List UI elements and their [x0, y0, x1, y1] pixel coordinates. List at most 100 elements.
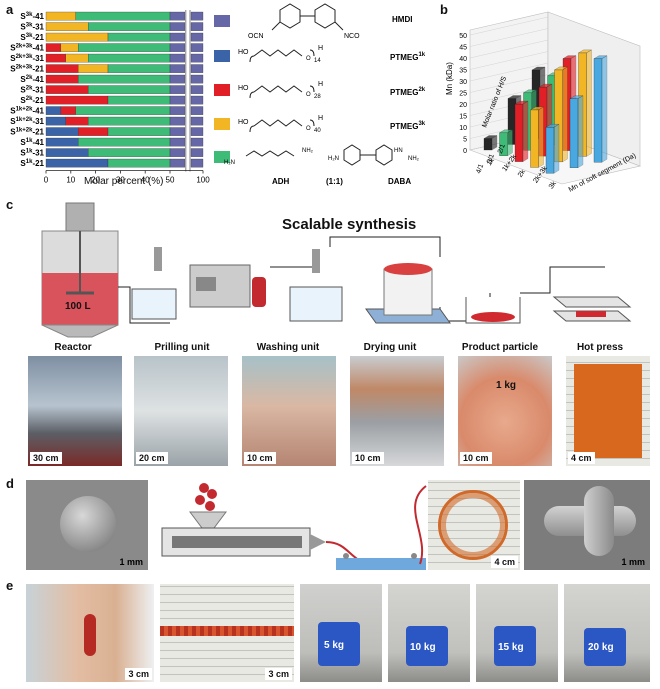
bar-hmdi-s1k-41: [169, 137, 186, 147]
bar-hmdi-s3k-21: [169, 32, 186, 42]
prilling-unit-illustration: [131, 247, 266, 320]
reactor-volume: 100 L: [65, 301, 91, 312]
category-label: S1k+2k-41: [10, 107, 44, 116]
unit-label-drying: Drying unit: [363, 342, 417, 353]
photo-hot-press: 4 cm: [566, 356, 650, 466]
bar-adh-daba-s3k-21: [107, 32, 171, 42]
category-label: S2k+3k-21: [10, 65, 44, 74]
scale-prilling: 20 cm: [136, 452, 168, 464]
daba-hn: HN: [394, 148, 403, 154]
washing-unit-illustration: [289, 249, 343, 322]
category-label: S1k+2k-31: [10, 117, 44, 126]
unit-label-reactor: Reactor: [54, 342, 92, 353]
panel-a-x-axis-title: Molar percent (%): [84, 176, 164, 187]
ptmeg-structures: [249, 49, 315, 133]
scale-reactor: 30 cm: [30, 452, 62, 464]
z-category: 2/1: [497, 143, 507, 155]
panel-b-bars: [483, 49, 608, 174]
bar-ptmeg3k-s2k-3k-41: [60, 43, 79, 52]
bar-adh-daba-s1k-2k-31: [88, 116, 171, 126]
panel-c-title: Scalable synthesis: [282, 216, 417, 233]
bar-hmdi-s2k-21: [169, 95, 186, 105]
y-tick: 50: [459, 33, 467, 40]
weight-20kg: 20 kg: [588, 642, 614, 653]
legend-swatch-hmdi: [214, 15, 230, 27]
bar-hmdi-s1k-31: [190, 148, 204, 157]
bar-ptmeg3k-s2k-3k-21: [78, 64, 109, 73]
bar-ptmeg1k-s1k-2k-41: [45, 106, 62, 115]
bar-ptmeg2k-s2k-21: [45, 95, 109, 105]
ptmeg1k-o: O: [306, 56, 311, 62]
bar-hmdi-s2k-41: [169, 74, 186, 84]
scale-washing: 10 cm: [244, 452, 276, 464]
bar-ptmeg2k-s2k-3k-41: [45, 43, 62, 52]
bar-ptmeg2k-s1k-2k-31: [65, 116, 89, 126]
bar-adh-daba-s1k-31: [88, 148, 171, 157]
adh-h2n: H₂N: [224, 160, 235, 166]
x-tick-label: 100: [196, 176, 210, 185]
photo-reactor: 30 cm: [28, 356, 122, 466]
panel-label-a: a: [6, 2, 14, 17]
y-tick: 5: [463, 137, 467, 144]
scale-product: 10 cm: [460, 452, 492, 464]
daba-label: DABA: [388, 177, 411, 186]
ptmeg3k-sub: 40: [314, 128, 321, 134]
y-tick: 0: [463, 148, 467, 155]
ptmeg1k-ho: HO: [238, 49, 249, 56]
x-tick-label: 20: [91, 176, 100, 185]
legend-swatch-ptmeg2k: [214, 84, 230, 96]
x-tick-label: 30: [116, 176, 125, 185]
y-tick: 45: [459, 45, 467, 52]
y-tick: 40: [459, 56, 467, 63]
category-label: S1k+2k-21: [10, 128, 44, 137]
bar-ptmeg3k-s3k-21: [45, 32, 109, 42]
category-label: S1k-21: [20, 159, 44, 168]
bar-hmdi-s2k-31: [190, 85, 204, 94]
photo-load-15kg: 15 kg: [476, 584, 558, 682]
panel-c-schematic: 100 L: [41, 202, 632, 338]
ratio-label: (1:1): [326, 177, 343, 186]
unit-label-product: Product particle: [461, 342, 539, 353]
bar-adh-daba-s3k-31: [88, 22, 171, 31]
bar-hmdi-s1k-2k-41: [190, 106, 204, 115]
x-category: 1k: [486, 157, 496, 167]
bar-3d-3k-3/1: [569, 98, 579, 168]
weight-15kg: 15 kg: [498, 642, 524, 653]
scale-wristband: 3 cm: [125, 668, 152, 680]
bar-ptmeg2k-s2k-3k-31: [45, 53, 66, 63]
bar-ptmeg1k-s1k-2k-21: [45, 127, 79, 136]
y-tick: 25: [459, 91, 467, 98]
category-label: S3k-41: [20, 12, 44, 21]
photo-sem-knot: 1 mm: [524, 480, 650, 570]
bar-ptmeg1k-s1k-31: [45, 148, 89, 157]
panel-b-z-categories: 4/13/12/1: [475, 143, 507, 175]
scale-drying: 10 cm: [352, 452, 384, 464]
scale-fiber-strand: 3 cm: [265, 668, 292, 680]
hot-press-illustration: [552, 296, 632, 322]
bar-hmdi-s1k-2k-31: [190, 116, 204, 126]
panel-a-legend: OCN NCO HMDI HO H O 14 HO H O 28 HO H O …: [214, 3, 426, 186]
legend-swatch-chain-extender: [214, 151, 230, 163]
bar-hmdi-s2k-3k-31: [190, 53, 204, 63]
bar-hmdi-s1k-2k-41: [169, 106, 186, 115]
bar-hmdi-s1k-2k-21: [190, 127, 204, 136]
bar-ptmeg2k-s2k-3k-21: [45, 64, 79, 73]
y-tick: 30: [459, 79, 467, 86]
bar-hmdi-s2k-3k-41: [190, 43, 204, 52]
weight-10kg: 10 kg: [410, 642, 436, 653]
photo-washing-unit: 10 cm: [242, 356, 336, 466]
bar-ptmeg3k-s3k-41: [45, 11, 76, 21]
bar-adh-daba-s2k-31: [88, 85, 171, 94]
panel-b-y-title: Mn (kDa): [445, 62, 454, 95]
legend-swatch-ptmeg1k: [214, 50, 230, 62]
drying-unit-illustration: [365, 263, 451, 324]
bar-3d-2k+3k-4/1: [530, 109, 539, 168]
bar-hmdi-s3k-41: [190, 11, 204, 21]
bar-hmdi-s1k-41: [190, 137, 204, 147]
category-label: S1k-31: [20, 149, 44, 158]
unit-label-prilling: Prilling unit: [154, 342, 210, 353]
extruder-schematic: [161, 483, 427, 570]
x-category: 3k: [548, 180, 558, 190]
bar-3d-3k-4/1: [545, 127, 555, 174]
